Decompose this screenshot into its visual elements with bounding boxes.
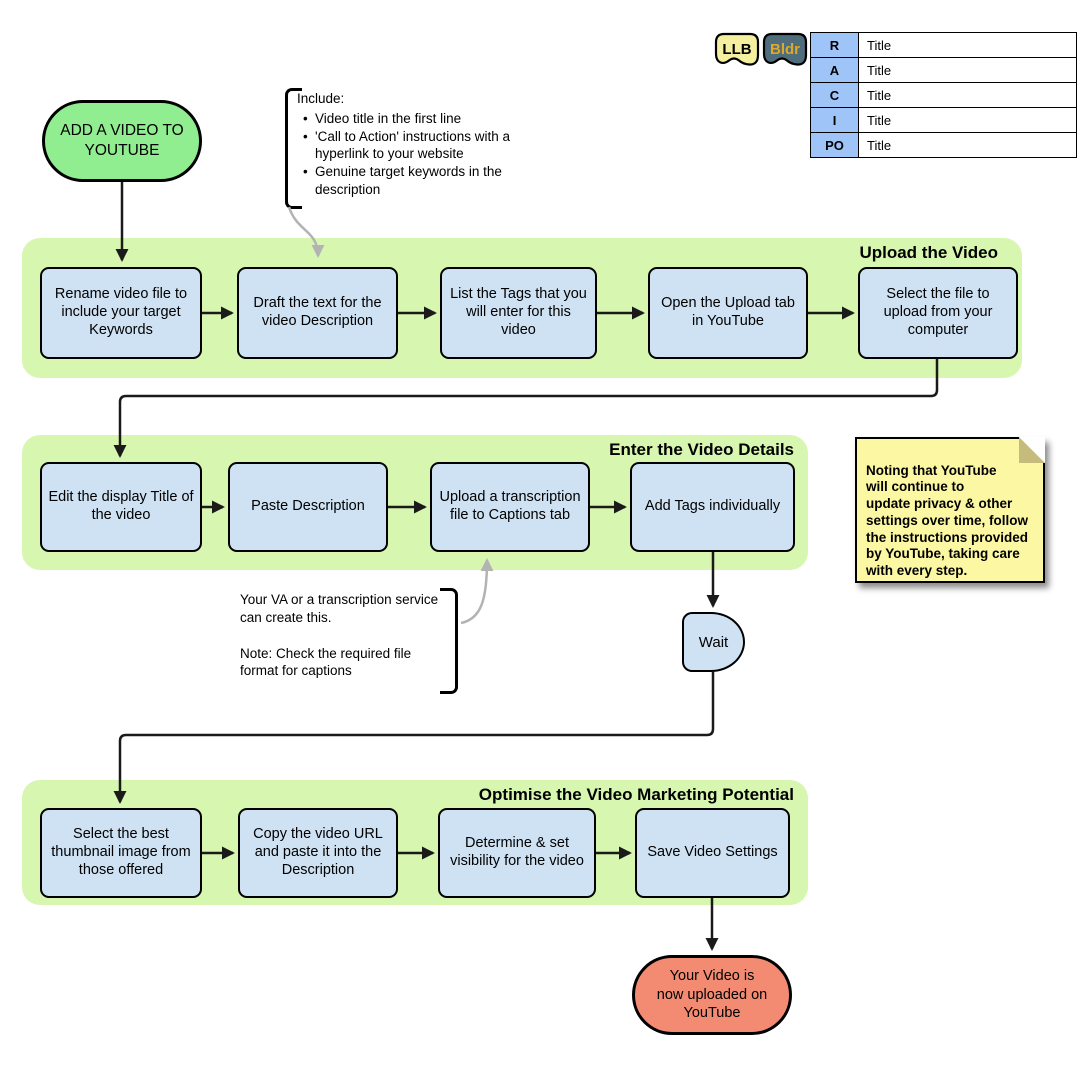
process-box-draft-description: Draft the text for the video Description bbox=[237, 267, 398, 359]
raci-table: R Title A Title C Title I Title PO Title bbox=[810, 32, 1077, 158]
process-box-select-thumbnail: Select the best thumbnail image from tho… bbox=[40, 808, 202, 898]
process-box-open-upload-tab: Open the Upload tab in YouTube bbox=[648, 267, 808, 359]
include-callout-list: Video title in the first line 'Call to A… bbox=[297, 110, 549, 199]
process-box-upload-transcription: Upload a transcription file to Captions … bbox=[430, 462, 590, 552]
tag-bldr-shape bbox=[762, 32, 808, 66]
raci-title-cell: Title bbox=[858, 107, 1077, 133]
wait-node-label: Wait bbox=[698, 633, 729, 651]
raci-row: A Title bbox=[810, 57, 1077, 83]
raci-key-cell: I bbox=[810, 107, 859, 133]
include-callout-bullet: 'Call to Action' instructions with a hyp… bbox=[303, 128, 549, 164]
end-node-label: Your Video is now uploaded on YouTube bbox=[656, 967, 768, 1022]
include-callout: Include: Video title in the first line '… bbox=[297, 90, 549, 199]
wait-node: Wait bbox=[682, 612, 745, 672]
band-title: Enter the Video Details bbox=[609, 440, 794, 459]
raci-row: I Title bbox=[810, 107, 1077, 133]
raci-title-cell: Title bbox=[858, 32, 1077, 58]
process-box-save-settings: Save Video Settings bbox=[635, 808, 790, 898]
tag-llb-shape bbox=[714, 32, 760, 66]
transcription-callout-line1: Your VA or a transcription service can c… bbox=[240, 592, 439, 625]
include-callout-title: Include: bbox=[297, 91, 345, 106]
tag-llb-label: LLB bbox=[722, 41, 751, 58]
sticky-note-text: Noting that YouTube will continue to upd… bbox=[866, 462, 1029, 579]
raci-key-cell: A bbox=[810, 57, 859, 83]
raci-key-cell: PO bbox=[810, 132, 859, 158]
process-box-list-tags: List the Tags that you will enter for th… bbox=[440, 267, 597, 359]
raci-key-cell: R bbox=[810, 32, 859, 58]
raci-key-cell: C bbox=[810, 82, 859, 108]
raci-title-cell: Title bbox=[858, 132, 1077, 158]
sticky-note: Noting that YouTube will continue to upd… bbox=[855, 437, 1045, 583]
raci-row: R Title bbox=[810, 32, 1077, 58]
band-title: Optimise the Video Marketing Potential bbox=[478, 785, 794, 804]
raci-title-cell: Title bbox=[858, 57, 1077, 83]
tag-llb: LLB bbox=[714, 32, 760, 66]
transcription-callout-line2: Note: Check the required file format for… bbox=[240, 645, 412, 679]
process-box-add-tags: Add Tags individually bbox=[630, 462, 795, 552]
process-box-paste-description: Paste Description bbox=[228, 462, 388, 552]
end-node: Your Video is now uploaded on YouTube bbox=[632, 955, 792, 1035]
tag-bldr-label: Bldr bbox=[770, 41, 800, 58]
start-node: ADD A VIDEO TO YOUTUBE bbox=[42, 100, 202, 182]
transcription-callout-bracket bbox=[440, 588, 458, 694]
process-box-rename-video-file: Rename video file to include your target… bbox=[40, 267, 202, 359]
process-box-set-visibility: Determine & set visibility for the video bbox=[438, 808, 596, 898]
raci-row: PO Title bbox=[810, 132, 1077, 158]
process-box-edit-title: Edit the display Title of the video bbox=[40, 462, 202, 552]
band-title: Upload the Video bbox=[859, 243, 998, 262]
include-callout-bullet: Genuine target keywords in the descripti… bbox=[303, 163, 549, 199]
raci-row: C Title bbox=[810, 82, 1077, 108]
start-node-label: ADD A VIDEO TO YOUTUBE bbox=[60, 121, 184, 159]
process-box-copy-url: Copy the video URL and paste it into the… bbox=[238, 808, 398, 898]
raci-title-cell: Title bbox=[858, 82, 1077, 108]
include-callout-bullet: Video title in the first line bbox=[303, 110, 549, 128]
transcription-callout: Your VA or a transcription service can c… bbox=[240, 591, 442, 680]
process-box-select-file: Select the file to upload from your comp… bbox=[858, 267, 1018, 359]
tag-bldr: Bldr bbox=[762, 32, 808, 66]
